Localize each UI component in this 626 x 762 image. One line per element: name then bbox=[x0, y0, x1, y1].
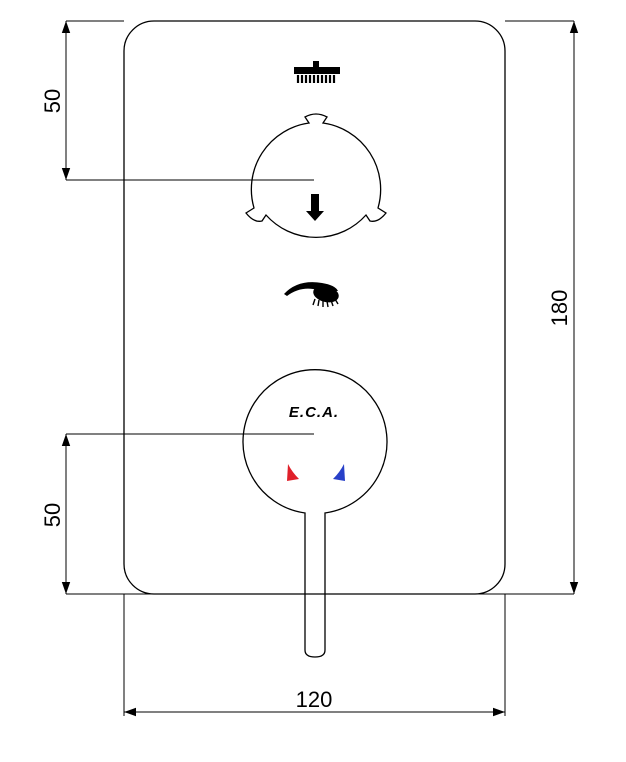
mixer-handle bbox=[242, 369, 388, 658]
dimension-label-width: 120 bbox=[296, 687, 333, 712]
dimension-label-top: 50 bbox=[40, 89, 65, 113]
cover-plate bbox=[123, 20, 506, 595]
dimension-label-height: 180 bbox=[547, 290, 572, 327]
overhead-shower-icon bbox=[294, 61, 340, 83]
down-arrow-icon bbox=[306, 194, 324, 221]
dimension-label-bottom: 50 bbox=[40, 503, 65, 527]
diverter-knob bbox=[245, 113, 387, 238]
cold-marker-icon bbox=[333, 464, 345, 481]
brand-logo: E.C.A. bbox=[289, 404, 339, 421]
hand-shower-icon bbox=[284, 282, 339, 308]
hot-marker-icon bbox=[287, 464, 299, 481]
